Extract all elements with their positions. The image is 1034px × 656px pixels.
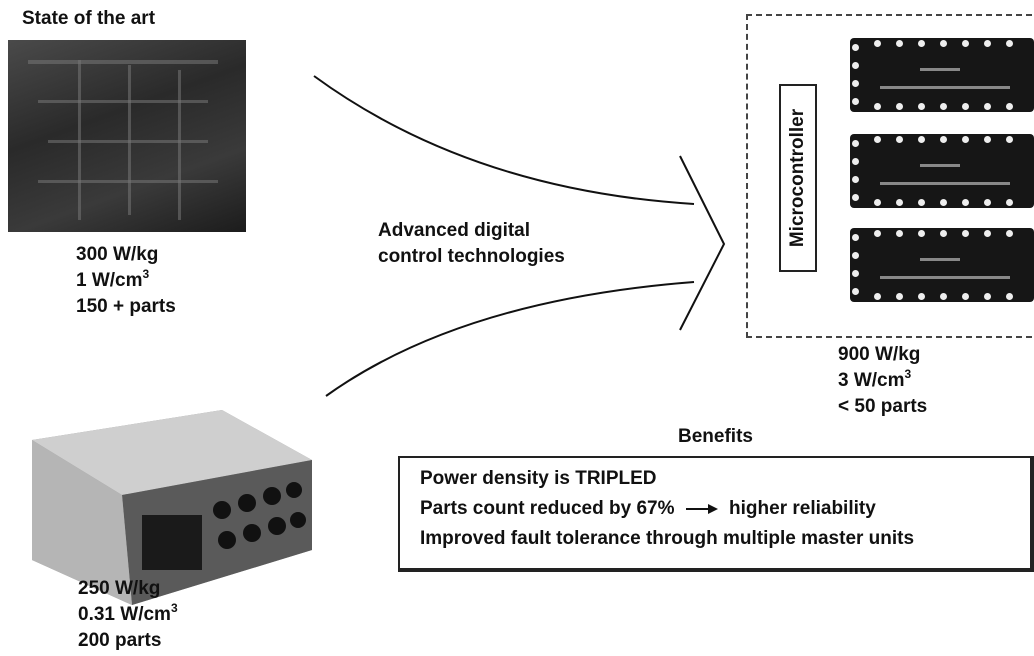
benefit-parts-reduced: Parts count reduced by 67%: [420, 498, 675, 519]
state-of-the-art-photo: [8, 40, 246, 232]
arrow-chevron: [679, 155, 726, 331]
digital-design-box: [746, 14, 1032, 338]
spec-power-per-volume: 3 W/cm3: [838, 367, 912, 391]
benefits-box: Power density is TRIPLED Parts count red…: [398, 456, 1034, 572]
benefit-power-density: Power density is TRIPLED: [420, 468, 657, 489]
lower-curve: [325, 281, 695, 397]
power-module-2: [850, 134, 1034, 208]
benefits-heading: Benefits: [678, 426, 753, 447]
spec-power-per-mass: 300 W/kg: [76, 244, 159, 265]
digital-design-specs: 900 W/kg 3 W/cm3 < 50 parts: [838, 342, 927, 420]
control-technologies-label: Advanced digital control technologies: [378, 220, 565, 267]
spec-power-per-volume: 0.31 W/cm3: [78, 601, 178, 625]
microcontroller-box: Microcontroller: [779, 84, 817, 272]
spec-parts-count: 150 + parts: [76, 296, 176, 317]
benefit-fault-tolerance: Improved fault tolerance through multipl…: [420, 528, 915, 549]
power-module-photo: [32, 410, 312, 605]
module-specs: 250 W/kg 0.31 W/cm3 200 parts: [78, 576, 178, 654]
spec-power-per-volume: 1 W/cm3: [76, 267, 150, 291]
spec-parts-count: < 50 parts: [838, 396, 928, 417]
power-module-3: [850, 228, 1034, 302]
microcontroller-label: Microcontroller: [787, 108, 808, 248]
spec-power-per-mass: 250 W/kg: [78, 578, 161, 599]
upper-curve: [313, 75, 695, 205]
arrow-right-icon: [685, 503, 718, 514]
power-module-1: [850, 38, 1034, 112]
benefit-parts-count: Parts count reduced by 67% higher reliab…: [420, 498, 876, 520]
state-of-the-art-specs: 300 W/kg 1 W/cm3 150 + parts: [76, 242, 176, 320]
benefit-reliability: higher reliability: [729, 498, 876, 519]
spec-parts-count: 200 parts: [78, 630, 162, 651]
spec-power-per-mass: 900 W/kg: [838, 344, 921, 365]
state-of-the-art-title: State of the art: [22, 8, 156, 29]
